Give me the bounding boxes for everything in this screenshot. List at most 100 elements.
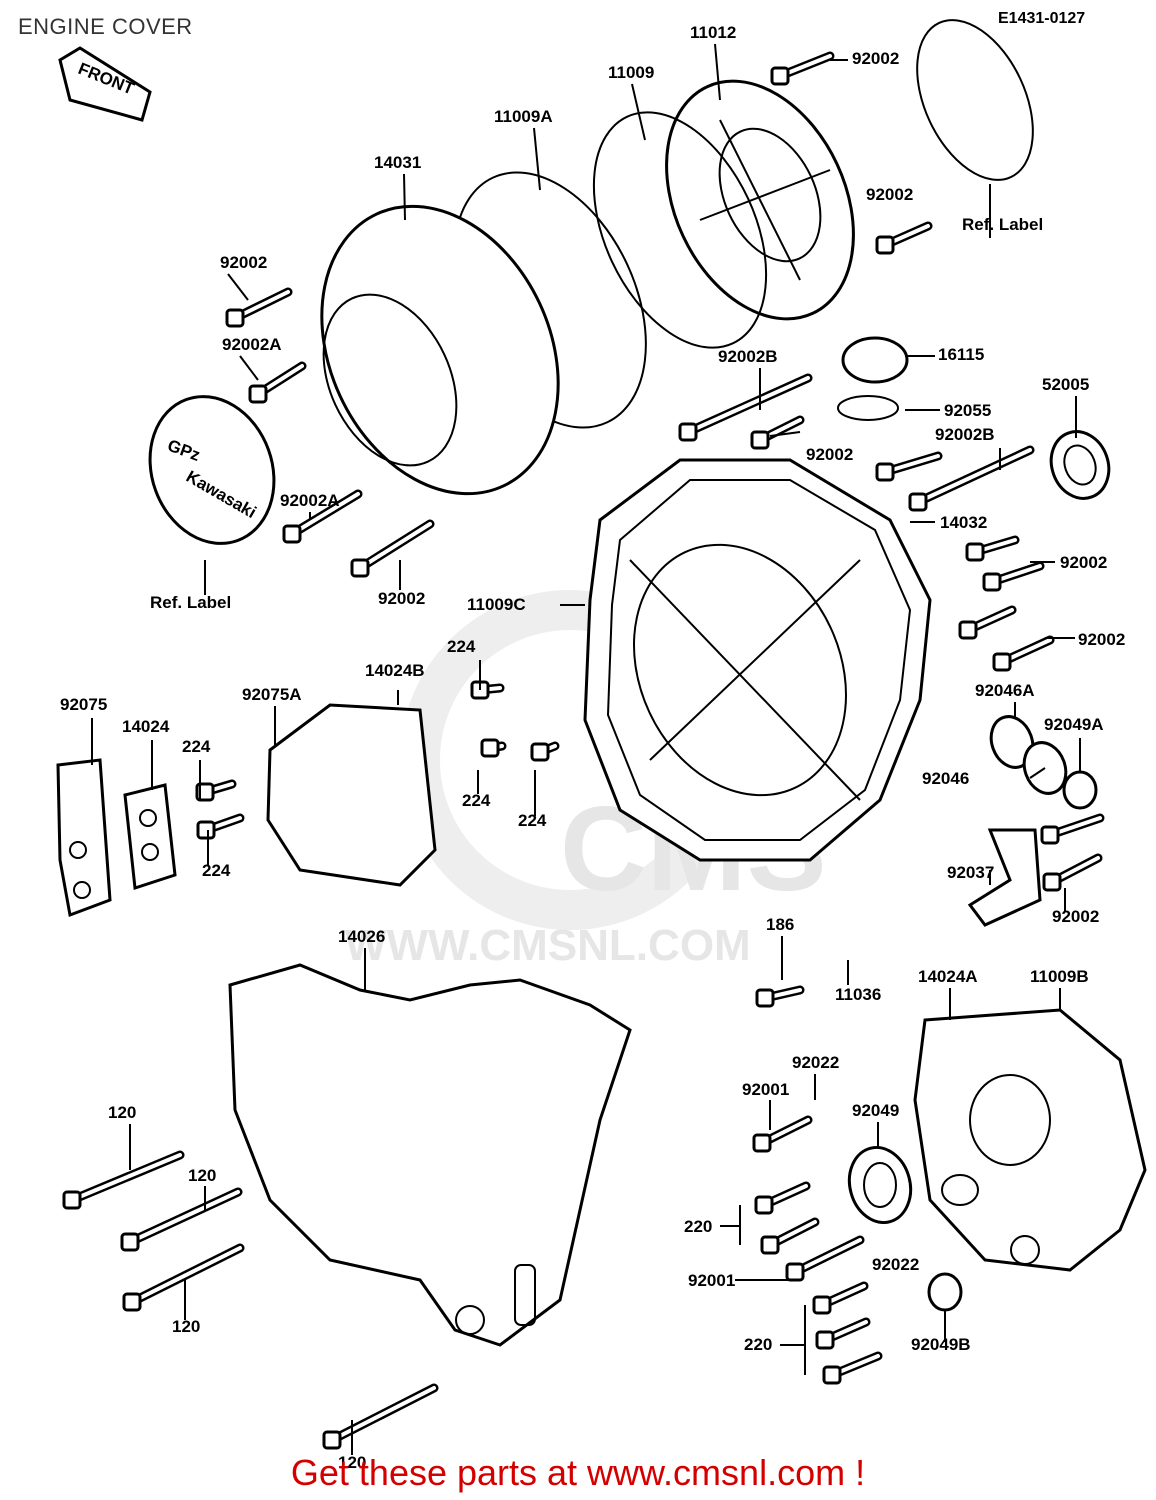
part-label: 120 — [108, 1103, 136, 1122]
ref-label-disc-top — [916, 19, 1034, 181]
bolt-head-icon — [770, 66, 790, 86]
part-label: 92002 — [1052, 907, 1099, 926]
part-label: Ref. Label — [150, 593, 231, 612]
part-11009-gasket — [592, 111, 768, 349]
gpz-badge: GPz Kawasaki — [148, 395, 276, 545]
bolt-head-icon — [322, 1430, 342, 1450]
part-label: 120 — [338, 1453, 366, 1472]
front-arrow-icon: FRONT — [58, 46, 152, 122]
bolt-icon — [330, 1386, 436, 1442]
part-label: Ref. Label — [962, 215, 1043, 234]
part-label: 92002 — [1060, 553, 1107, 572]
bolt-icon — [358, 522, 432, 570]
leader-line — [227, 273, 249, 301]
part-label: 224 — [447, 637, 476, 656]
bolt-head-icon — [822, 1365, 842, 1385]
part-label: 92002 — [806, 445, 853, 464]
part-label: 224 — [462, 791, 491, 810]
leader-line — [1029, 767, 1046, 779]
part-label: 11036 — [835, 985, 881, 1004]
page-title: ENGINE COVER — [18, 14, 193, 39]
part-label: 92002A — [280, 491, 340, 510]
part-14026-sprocket-cover — [228, 963, 632, 1347]
part-label: 14024B — [365, 661, 425, 680]
bolt-head-icon — [350, 558, 370, 578]
bolt-head-icon — [755, 988, 775, 1008]
bolt-head-icon — [122, 1292, 142, 1312]
part-label: 92001 — [742, 1080, 789, 1099]
bolt-head-icon — [992, 652, 1012, 672]
bolt-icon — [130, 1246, 242, 1304]
part-label: 92037 — [947, 863, 994, 882]
part-label: 92002B — [935, 425, 995, 444]
bolt-head-icon — [965, 542, 985, 562]
bolt-icon — [916, 448, 1032, 504]
part-label: 14031 — [374, 153, 421, 172]
part-label: 14032 — [940, 513, 987, 532]
part-label: 92002B — [718, 347, 778, 366]
part-label: 14024 — [122, 717, 170, 736]
part-label: 92002 — [852, 49, 899, 68]
leader-line — [714, 43, 721, 101]
part-label: 120 — [172, 1317, 200, 1336]
bolt-head-icon — [62, 1190, 82, 1210]
part-label: 14026 — [338, 927, 385, 946]
bolt-head-icon — [812, 1295, 832, 1315]
part-label: 52005 — [1042, 375, 1089, 394]
bolt-icon — [70, 1153, 182, 1202]
bolt-icon — [290, 492, 360, 536]
part-11012-cover — [665, 79, 855, 321]
bolt-icon — [793, 1238, 862, 1274]
part-label: 92001 — [688, 1271, 735, 1290]
part-label: 220 — [684, 1217, 712, 1236]
footer-link[interactable]: Get these parts at www.cmsnl.com ! — [290, 1452, 866, 1493]
bolt-head-icon — [908, 492, 928, 512]
part-label: 92049B — [911, 1335, 971, 1354]
bolt-head-icon — [480, 738, 500, 758]
part-label: 220 — [744, 1335, 772, 1354]
part-label: 11009C — [467, 595, 526, 614]
part-label: 92046A — [975, 681, 1035, 700]
bolt-head-icon — [815, 1330, 835, 1350]
part-14024A-cover — [913, 1008, 1147, 1272]
part-92049B-seal — [927, 1272, 963, 1312]
leader-lines — [91, 43, 1081, 1455]
part-92075-plate — [56, 758, 112, 918]
part-label: 92022 — [792, 1053, 839, 1072]
leader-line — [631, 83, 646, 141]
watermark-url: WWW.CMSNL.COM — [345, 921, 751, 970]
part-label: 92002 — [866, 185, 913, 204]
bolt-head-icon — [754, 1195, 774, 1215]
bolt-head-icon — [1040, 825, 1060, 845]
bolt-head-icon — [760, 1235, 780, 1255]
part-label: 92002 — [1078, 630, 1125, 649]
part-label: 11009A — [494, 107, 553, 126]
part-label: 120 — [188, 1166, 216, 1185]
part-label: 224 — [518, 811, 547, 830]
part-label: 16115 — [938, 345, 984, 364]
leader-line — [239, 355, 259, 381]
bolt-head-icon — [248, 384, 268, 404]
part-label: 92002 — [378, 589, 425, 608]
bolt-icon — [686, 376, 810, 434]
part-92075A-cover — [266, 703, 437, 887]
bolt-head-icon — [120, 1232, 140, 1252]
bolt-head-icon — [982, 572, 1002, 592]
part-92049-seal — [847, 1145, 913, 1225]
part-label: 92075 — [60, 695, 107, 714]
part-label: 14024A — [918, 967, 978, 986]
bolt-head-icon — [678, 422, 698, 442]
bolt-head-icon — [282, 524, 302, 544]
part-label: 92055 — [944, 401, 991, 420]
part-label: 92075A — [242, 685, 302, 704]
bolt-head-icon — [875, 462, 895, 482]
part-92055-oring — [837, 395, 899, 421]
part-label: 11009B — [1030, 967, 1089, 986]
bolt-head-icon — [530, 742, 550, 762]
diagram-code: E1431-0127 — [998, 10, 1086, 27]
bolt-head-icon — [750, 430, 770, 450]
part-16115-oil-cap — [837, 336, 909, 421]
part-label: 92049 — [852, 1101, 899, 1120]
